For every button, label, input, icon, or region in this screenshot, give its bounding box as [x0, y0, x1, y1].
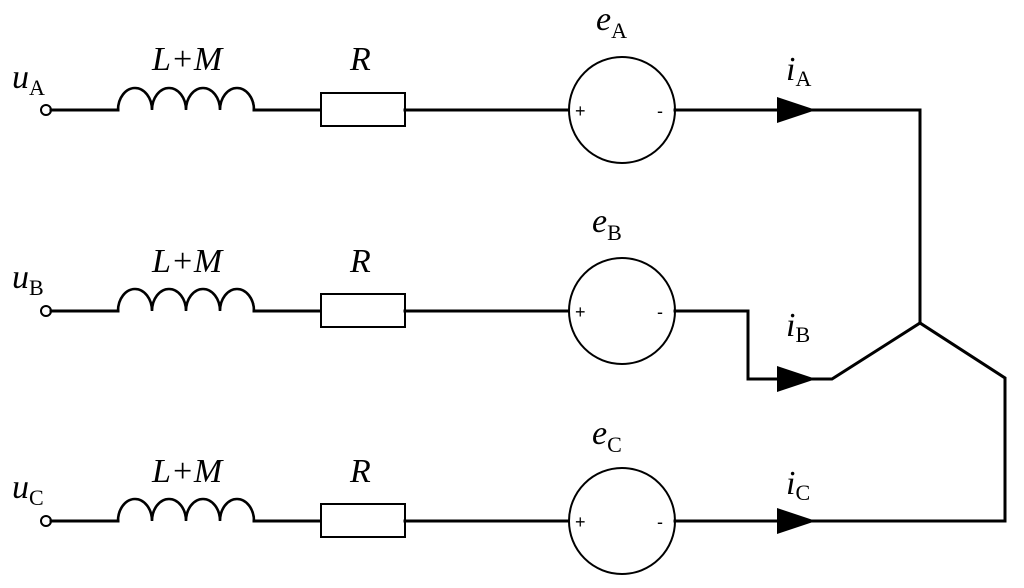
phase-a-inductor [116, 86, 256, 111]
phase-a-resistor-label: R [349, 41, 371, 78]
phase-c-resistor-label: R [349, 453, 371, 490]
phase-b-inductor-label: L+M [151, 243, 224, 280]
phase-b-resistor-label: R [349, 243, 371, 280]
phase-b-current-arrow [777, 366, 816, 392]
phase-c-emf-label: eC [592, 415, 622, 457]
phase-b-inductor [116, 287, 256, 312]
phase-c-branch: uC L+M R eC + - iC [12, 320, 1007, 575]
phase-c-minus-sign: - [657, 512, 663, 532]
phase-a-branch: uA L+M R eA + - iA [12, 1, 922, 325]
phase-b-voltage-label: uB [12, 259, 44, 300]
phase-a-current-label: iA [786, 51, 811, 91]
phase-b-minus-sign: - [657, 302, 663, 322]
phase-a-current-arrow [777, 97, 816, 123]
neutral-star-point [918, 321, 922, 325]
phase-b-resistor [320, 293, 406, 328]
phase-c-current-arrow [777, 508, 816, 534]
phase-a-voltage-label: uA [12, 59, 45, 100]
phase-c-inductor [116, 497, 256, 522]
phase-c-resistor [320, 503, 406, 538]
phase-b-wire-e-out [673, 309, 923, 381]
phase-c-voltage-label: uC [12, 469, 44, 510]
phase-c-current-label: iC [786, 465, 810, 505]
phase-a-minus-sign: - [657, 101, 663, 121]
phase-c-inductor-label: L+M [151, 453, 224, 490]
phase-b-emf-label: eB [592, 203, 622, 245]
phase-a-emf-label: eA [596, 1, 627, 43]
phase-a-inductor-label: L+M [151, 41, 224, 78]
phase-a-resistor [320, 92, 406, 127]
phase-b-current-label: iB [786, 307, 810, 347]
phase-a-plus-sign: + [575, 101, 586, 121]
phase-b-plus-sign: + [575, 302, 586, 322]
phase-c-plus-sign: + [575, 512, 586, 532]
phase-c-wire-e-out [673, 320, 1007, 523]
phase-b-branch: uB L+M R eB + - iB [12, 203, 923, 392]
